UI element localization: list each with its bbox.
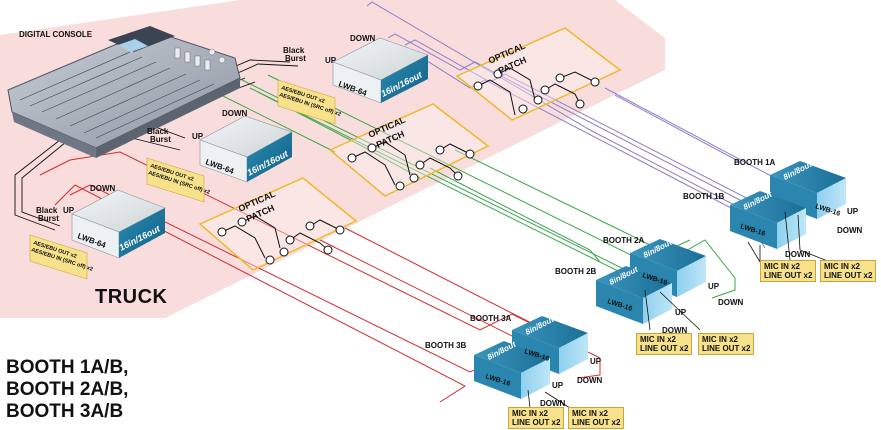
booth-2a-line: LINE OUT x2	[702, 344, 751, 353]
booth-unit-1b	[730, 191, 806, 249]
title-line-3: BOOTH 3A/B	[6, 401, 124, 422]
optical-patch-middle	[328, 103, 490, 197]
black-burst-top-2: Burst	[285, 54, 306, 63]
up-label-truck-top: UP	[325, 56, 337, 65]
booth-unit-3b	[474, 341, 550, 399]
booth-2b-io-box: MIC IN x2 LINE OUT x2	[636, 333, 693, 355]
booth-1a-io-box: MIC IN x2 LINE OUT x2	[820, 260, 877, 282]
black-burst-bot-2: Burst	[38, 214, 59, 223]
black-burst-mid-2: Burst	[150, 135, 171, 144]
optical-patch-bottom	[198, 177, 358, 271]
truck-label: TRUCK	[95, 286, 168, 308]
booth-3b-line: LINE OUT x2	[512, 418, 561, 427]
booth-2b-label: BOOTH 2B	[555, 267, 597, 276]
down-label-truck-bot: DOWN	[90, 184, 116, 193]
booth-2b-up: UP	[675, 308, 687, 317]
truck-unit-bottom	[71, 189, 166, 259]
booth-2b-line: LINE OUT x2	[640, 344, 689, 353]
digital-console	[7, 26, 241, 158]
truck-unit-top	[332, 37, 429, 104]
booth-1a-up: UP	[847, 207, 859, 216]
booth-3a-mic: MIC IN x2	[572, 409, 609, 418]
booth-1b-io-box: MIC IN x2 LINE OUT x2	[760, 260, 817, 282]
title-line-1: BOOTH 1A/B,	[6, 357, 129, 378]
booth-1b-down: DOWN	[785, 250, 811, 259]
booth-2b-down: DOWN	[662, 326, 688, 335]
booth-3b-down: DOWN	[540, 399, 566, 408]
console-label: DIGITAL CONSOLE	[19, 30, 93, 39]
booth-3a-line: LINE OUT x2	[572, 418, 621, 427]
booth-2a-mic: MIC IN x2	[702, 335, 739, 344]
booth-2a-io-box: MIC IN x2 LINE OUT x2	[698, 333, 755, 355]
booth-2b-mic: MIC IN x2	[640, 335, 677, 344]
down-label-truck-mid: DOWN	[222, 109, 248, 118]
booth-3b-mic: MIC IN x2	[512, 409, 549, 418]
booth-1a-mic: MIC IN x2	[824, 262, 861, 271]
optical-patch-top	[455, 27, 622, 121]
aes-tag-top: AES/EBU OUT x2 AES/EBU IN (SRC off) x2	[277, 79, 342, 125]
title-line-2: BOOTH 2A/B,	[6, 379, 129, 400]
booth-1a-down: DOWN	[837, 226, 863, 235]
booth-3a-io-box: MIC IN x2 LINE OUT x2	[568, 407, 625, 429]
booth-3a-up: UP	[590, 357, 602, 366]
truck-unit-middle	[199, 115, 293, 183]
booth-3b-label: BOOTH 3B	[425, 341, 467, 350]
booth-1b-line: LINE OUT x2	[764, 271, 813, 280]
black-burst-mid-1: Black	[147, 127, 169, 136]
booth-3b-io-box: MIC IN x2 LINE OUT x2	[508, 407, 565, 429]
black-burst-top-1: Black	[283, 46, 305, 55]
up-label-truck-bot: UP	[63, 206, 75, 215]
booth-3a-label: BOOTH 3A	[470, 314, 512, 323]
booth-2a-up: UP	[708, 282, 720, 291]
booth-3b-up: UP	[552, 381, 564, 390]
booth-1b-mic: MIC IN x2	[764, 262, 801, 271]
booth-1a-label: BOOTH 1A	[734, 158, 776, 167]
up-label-truck-mid: UP	[192, 132, 204, 141]
booth-1a-line: LINE OUT x2	[824, 271, 873, 280]
down-label-truck-top: DOWN	[350, 34, 376, 43]
booth-2a-label: BOOTH 2A	[603, 236, 645, 245]
booth-2a-down: DOWN	[718, 298, 744, 307]
io-leaders	[527, 211, 831, 409]
booth-3a-down: DOWN	[577, 376, 603, 385]
booth-1b-label: BOOTH 1B	[683, 192, 725, 201]
black-burst-bot-1: Black	[36, 206, 58, 215]
booth-unit-2b	[596, 266, 672, 324]
